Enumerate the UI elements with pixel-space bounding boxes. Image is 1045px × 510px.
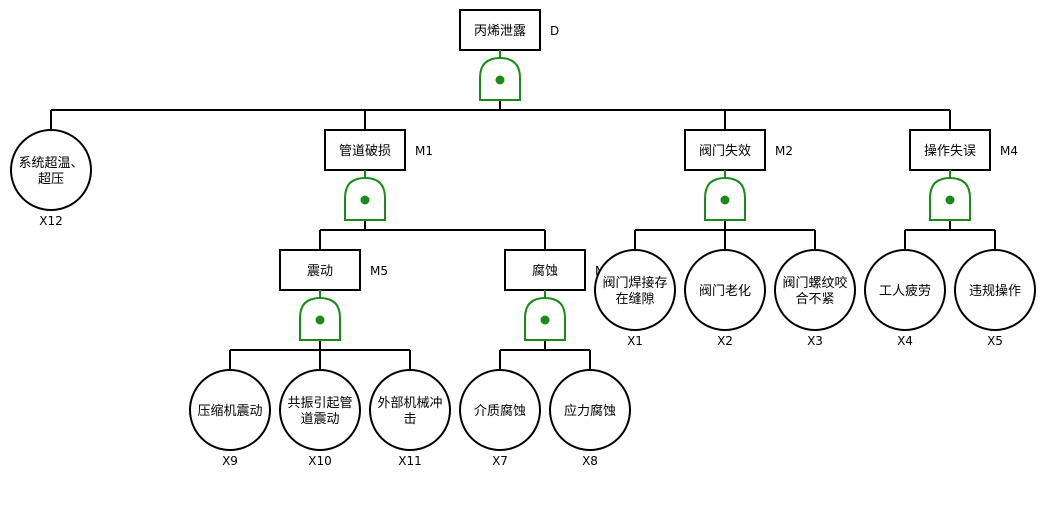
basic-event-circle[interactable]	[954, 249, 1036, 331]
basic-event-label: 系统超温、	[18, 156, 83, 171]
basic-event-circle[interactable]	[594, 249, 676, 331]
basic-event-label: 外部机械冲	[377, 396, 442, 411]
basic-event-circle[interactable]	[459, 369, 541, 451]
basic-event-label: 击	[403, 412, 416, 427]
basic-event-code: X9	[222, 454, 238, 468]
basic-event-label: 道震动	[300, 412, 339, 427]
basic-event-circle[interactable]	[864, 249, 946, 331]
basic-event-code: X2	[717, 334, 733, 348]
intermediate-event-box[interactable]	[459, 9, 541, 51]
basic-event-circle[interactable]	[774, 249, 856, 331]
basic-event-circle[interactable]	[684, 249, 766, 331]
basic-event-code: X7	[492, 454, 508, 468]
basic-event-code: X3	[807, 334, 823, 348]
basic-event-code: X10	[308, 454, 332, 468]
basic-event-circle[interactable]	[369, 369, 451, 451]
gate-dot-icon	[720, 195, 730, 205]
gate-dot-icon	[495, 75, 505, 85]
basic-event-label: 合不紧	[795, 292, 834, 307]
basic-event-circle[interactable]	[189, 369, 271, 451]
event-label: 阀门失效	[699, 144, 751, 159]
basic-event-code: X5	[987, 334, 1003, 348]
intermediate-event-box[interactable]	[279, 249, 361, 291]
basic-event-label: 压缩机震动	[197, 403, 262, 419]
basic-event-code: X1	[627, 334, 643, 348]
gate-dot-icon	[360, 195, 370, 205]
event-code: M4	[1000, 144, 1018, 158]
basic-event-label: 工人疲劳	[879, 283, 931, 299]
basic-event-label: 在缝隙	[615, 292, 654, 307]
gate-dot-icon	[315, 315, 325, 325]
event-label: 震动	[307, 264, 333, 279]
event-label: 管道破损	[339, 144, 391, 159]
basic-event-label: 阀门焊接存	[602, 275, 667, 291]
basic-event-circle[interactable]	[549, 369, 631, 451]
event-label: 丙烯泄露	[474, 24, 526, 39]
intermediate-event-box[interactable]	[504, 249, 586, 291]
basic-event-code: X11	[398, 454, 422, 468]
basic-event-label: 介质腐蚀	[474, 404, 526, 419]
event-code: M5	[370, 264, 388, 278]
basic-event-label: 阀门老化	[699, 284, 751, 299]
basic-event-code: X8	[582, 454, 598, 468]
gate-dot-icon	[945, 195, 955, 205]
event-label: 腐蚀	[532, 264, 558, 279]
intermediate-event-box[interactable]	[684, 129, 766, 171]
event-code: D	[550, 24, 559, 38]
basic-event-label: 阀门螺纹咬	[782, 275, 847, 291]
basic-event-label: 共振引起管	[287, 396, 352, 411]
event-code: M1	[415, 144, 433, 158]
basic-event-label: 违规操作	[969, 283, 1021, 299]
intermediate-event-box[interactable]	[324, 129, 406, 171]
basic-event-circle[interactable]	[10, 129, 92, 211]
basic-event-code: X4	[897, 334, 913, 348]
event-label: 操作失误	[924, 143, 976, 159]
gate-dot-icon	[540, 315, 550, 325]
basic-event-label: 应力腐蚀	[564, 403, 616, 419]
basic-event-circle[interactable]	[279, 369, 361, 451]
basic-event-label: 超压	[38, 172, 64, 187]
intermediate-event-box[interactable]	[909, 129, 991, 171]
basic-event-code: X12	[39, 214, 63, 228]
event-code: M2	[775, 144, 793, 158]
